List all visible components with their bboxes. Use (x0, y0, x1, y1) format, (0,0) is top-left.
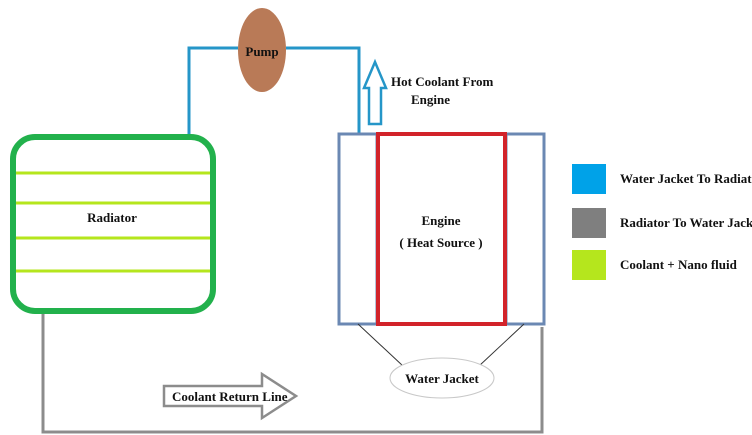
engine-subtitle: ( Heat Source ) (399, 235, 482, 250)
water-jacket-leader-right (478, 323, 525, 367)
legend-swatch-grey (572, 208, 606, 238)
water-jacket-leader-left (357, 323, 404, 367)
water-jacket-label: Water Jacket (405, 371, 479, 386)
legend-item-water-jacket-to-radiator: Water Jacket To Radiator (572, 164, 752, 194)
radiator-label: Radiator (87, 210, 137, 225)
engine-block (376, 132, 507, 326)
coolant-return-pipe (41, 310, 544, 434)
pump (238, 8, 286, 92)
legend-label: Water Jacket To Radiator (620, 171, 752, 186)
radiator-tubes (16, 171, 210, 273)
pump-label: Pump (245, 44, 278, 59)
engine-label: Engine (421, 213, 460, 228)
legend-label: Radiator To Water Jacket (620, 215, 752, 230)
water-jacket-callout (389, 357, 495, 399)
hot-coolant-arrow (362, 58, 388, 126)
legend-swatch-green (572, 250, 606, 280)
water-jacket-right (504, 132, 546, 326)
water-jacket-left (337, 132, 379, 326)
hot-coolant-label-line1: Hot Coolant From (391, 74, 493, 89)
legend-item-radiator-to-water-jacket: Radiator To Water Jacket (572, 208, 752, 238)
hot-coolant-label-line2: Engine (411, 92, 450, 107)
pump-to-radiator-pipe (187, 46, 238, 136)
hot-coolant-pipe (286, 46, 361, 133)
coolant-return-label: Coolant Return Line (172, 389, 288, 404)
radiator (10, 134, 216, 314)
legend-swatch-blue (572, 164, 606, 194)
legend-label: Coolant + Nano fluid (620, 257, 737, 272)
coolant-return-arrow (162, 371, 299, 421)
legend-item-coolant-nano-fluid: Coolant + Nano fluid (572, 250, 737, 280)
